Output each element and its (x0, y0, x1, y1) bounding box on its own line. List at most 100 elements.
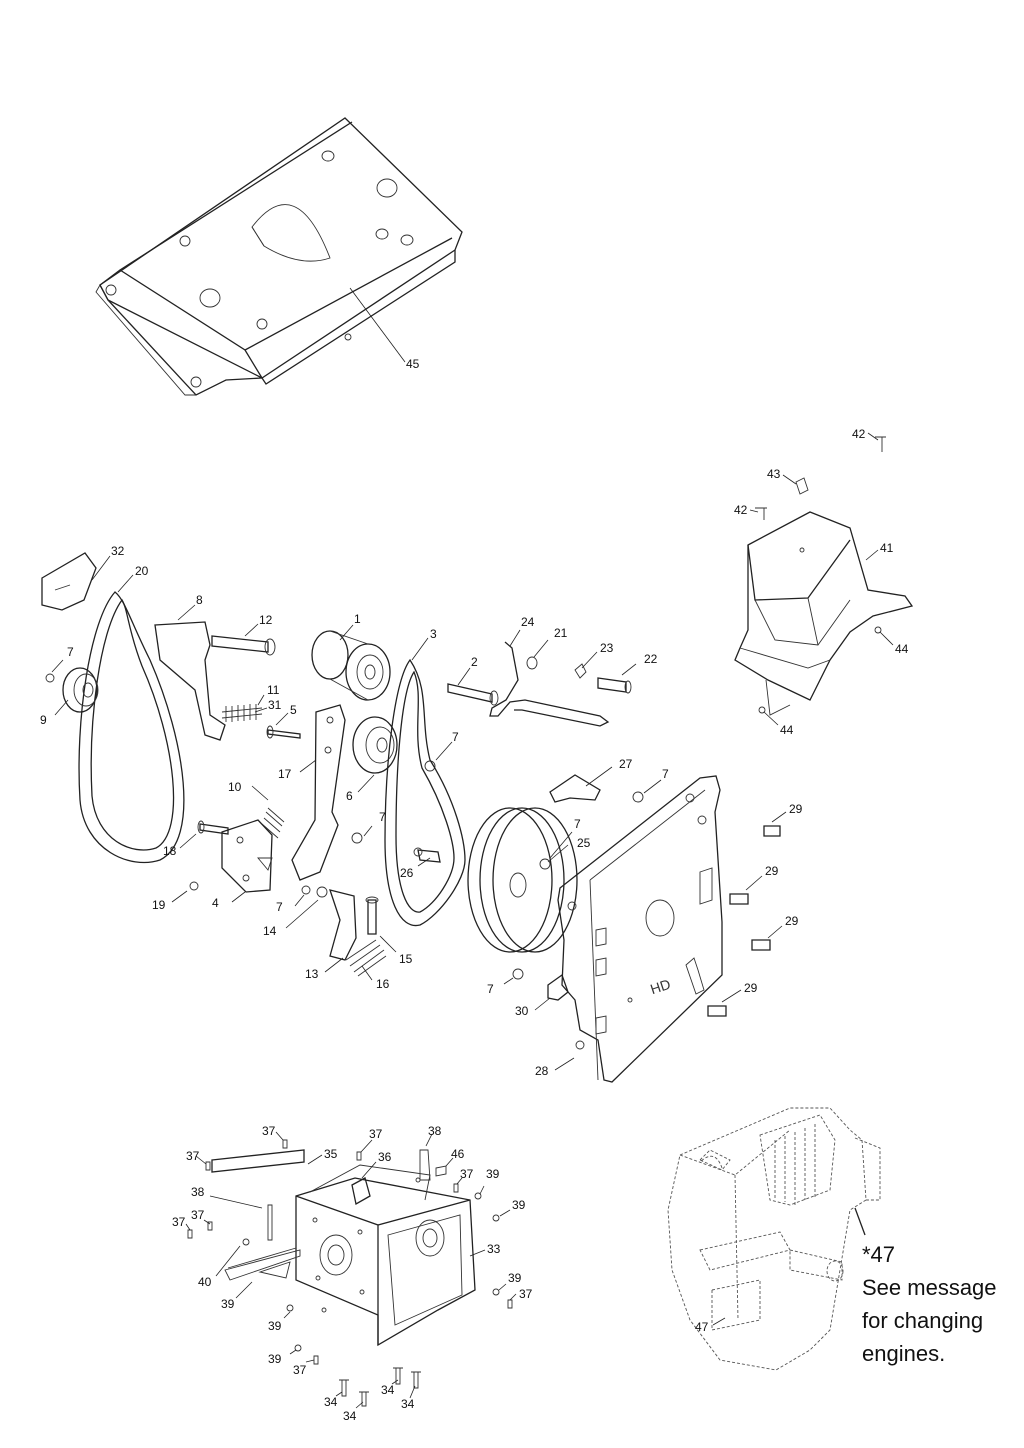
callout-21: 21 (554, 626, 568, 640)
part-2-bolt (447, 667, 499, 706)
callout-37: 37 (186, 1149, 200, 1163)
part-27-bracket (549, 766, 613, 803)
note-part-number: *47 (862, 1242, 896, 1267)
part-11-31-spring (221, 694, 268, 722)
part-29-bolts (707, 811, 787, 1017)
callout-18: 18 (163, 844, 177, 858)
callout-7: 7 (662, 767, 669, 781)
part-45-mounting-plate (95, 117, 463, 396)
callout-39: 39 (512, 1198, 526, 1212)
callout-34: 34 (324, 1395, 338, 1409)
callout-19: 19 (152, 898, 166, 912)
part-18-bolt (179, 820, 229, 849)
part-3-belt (384, 637, 466, 927)
part-47-engine (667, 1107, 881, 1371)
callout-7: 7 (574, 817, 581, 831)
part-4-plate (221, 819, 273, 903)
part-38-pin (209, 1133, 433, 1241)
callout-8: 8 (196, 593, 203, 607)
callout-39: 39 (486, 1167, 500, 1181)
callout-6: 6 (346, 789, 353, 803)
callout-7: 7 (487, 982, 494, 996)
callout-14: 14 (263, 924, 277, 938)
callout-42: 42 (852, 427, 866, 441)
callout-31: 31 (268, 698, 282, 712)
callout-38: 38 (428, 1124, 442, 1138)
callout-7: 7 (379, 810, 386, 824)
callout-13: 13 (305, 967, 319, 981)
callout-39: 39 (221, 1297, 235, 1311)
part-21-washer (526, 639, 549, 670)
callout-23: 23 (600, 641, 614, 655)
note-line-3: for changing (862, 1308, 984, 1333)
callout-22: 22 (644, 652, 658, 666)
part-30-clip (534, 973, 569, 1011)
part-46-clip (435, 1157, 454, 1177)
callout-39: 39 (268, 1352, 282, 1366)
callout-46: 46 (451, 1147, 465, 1161)
callout-7: 7 (276, 900, 283, 914)
callout-9: 9 (40, 713, 47, 727)
part-6-pulley (352, 716, 398, 793)
callout-29: 29 (744, 981, 758, 995)
callout-labels: 45 42 43 42 41 44 44 32 20 8 12 1 3 24 2… (40, 357, 909, 1423)
callout-38: 38 (191, 1185, 205, 1199)
callout-43: 43 (767, 467, 781, 481)
callout-5: 5 (290, 703, 297, 717)
part-39-40-fasteners (215, 1185, 511, 1355)
part-15-bolt (365, 896, 397, 953)
callout-33: 33 (487, 1242, 501, 1256)
callout-42: 42 (734, 503, 748, 517)
part-20-belt (78, 574, 185, 864)
callout-10: 10 (228, 780, 242, 794)
callout-36: 36 (378, 1150, 392, 1164)
callout-37: 37 (262, 1124, 276, 1138)
part-23-clip (574, 651, 598, 679)
part-28-frame-plate: HD (554, 775, 723, 1083)
part-26-stud (413, 847, 441, 867)
part-24-rod (489, 629, 610, 727)
callout-32: 32 (111, 544, 125, 558)
callout-40: 40 (198, 1275, 212, 1289)
callout-47: 47 (695, 1320, 709, 1334)
callout-37: 37 (293, 1363, 307, 1377)
callout-1: 1 (354, 612, 361, 626)
callout-37: 37 (460, 1167, 474, 1181)
callout-7: 7 (452, 730, 459, 744)
callout-3: 3 (430, 627, 437, 641)
callout-25: 25 (577, 836, 591, 850)
callout-17: 17 (278, 767, 292, 781)
callout-20: 20 (135, 564, 149, 578)
callout-35: 35 (324, 1147, 338, 1161)
callout-28: 28 (535, 1064, 549, 1078)
part-12-shaft (211, 623, 276, 656)
callout-30: 30 (515, 1004, 529, 1018)
callout-29: 29 (789, 802, 803, 816)
part-10-spring (251, 785, 285, 839)
callout-37: 37 (191, 1208, 205, 1222)
part-22-pin (597, 663, 637, 694)
part-36-bracket (351, 1161, 377, 1206)
callout-16: 16 (376, 977, 390, 991)
callout-4: 4 (212, 896, 219, 910)
callout-44: 44 (895, 642, 909, 656)
part-35-cover-plate (211, 1149, 323, 1173)
callout-12: 12 (259, 613, 273, 627)
callout-15: 15 (399, 952, 413, 966)
part-34-bolts (335, 1367, 421, 1409)
note-line-2: See message (862, 1275, 997, 1300)
note-line-4: engines. (862, 1341, 946, 1366)
callout-34: 34 (381, 1383, 395, 1397)
callout-24: 24 (521, 615, 535, 629)
callout-27: 27 (619, 757, 633, 771)
callout-7: 7 (67, 645, 74, 659)
part-41-engine-cover (734, 432, 914, 726)
part-5-bolt (266, 712, 301, 739)
callout-37: 37 (519, 1287, 533, 1301)
callout-29: 29 (785, 914, 799, 928)
part-17-bracket-arm (291, 704, 346, 881)
part-14-13-arm (285, 885, 357, 973)
callout-39: 39 (508, 1271, 522, 1285)
callout-34: 34 (401, 1397, 415, 1411)
